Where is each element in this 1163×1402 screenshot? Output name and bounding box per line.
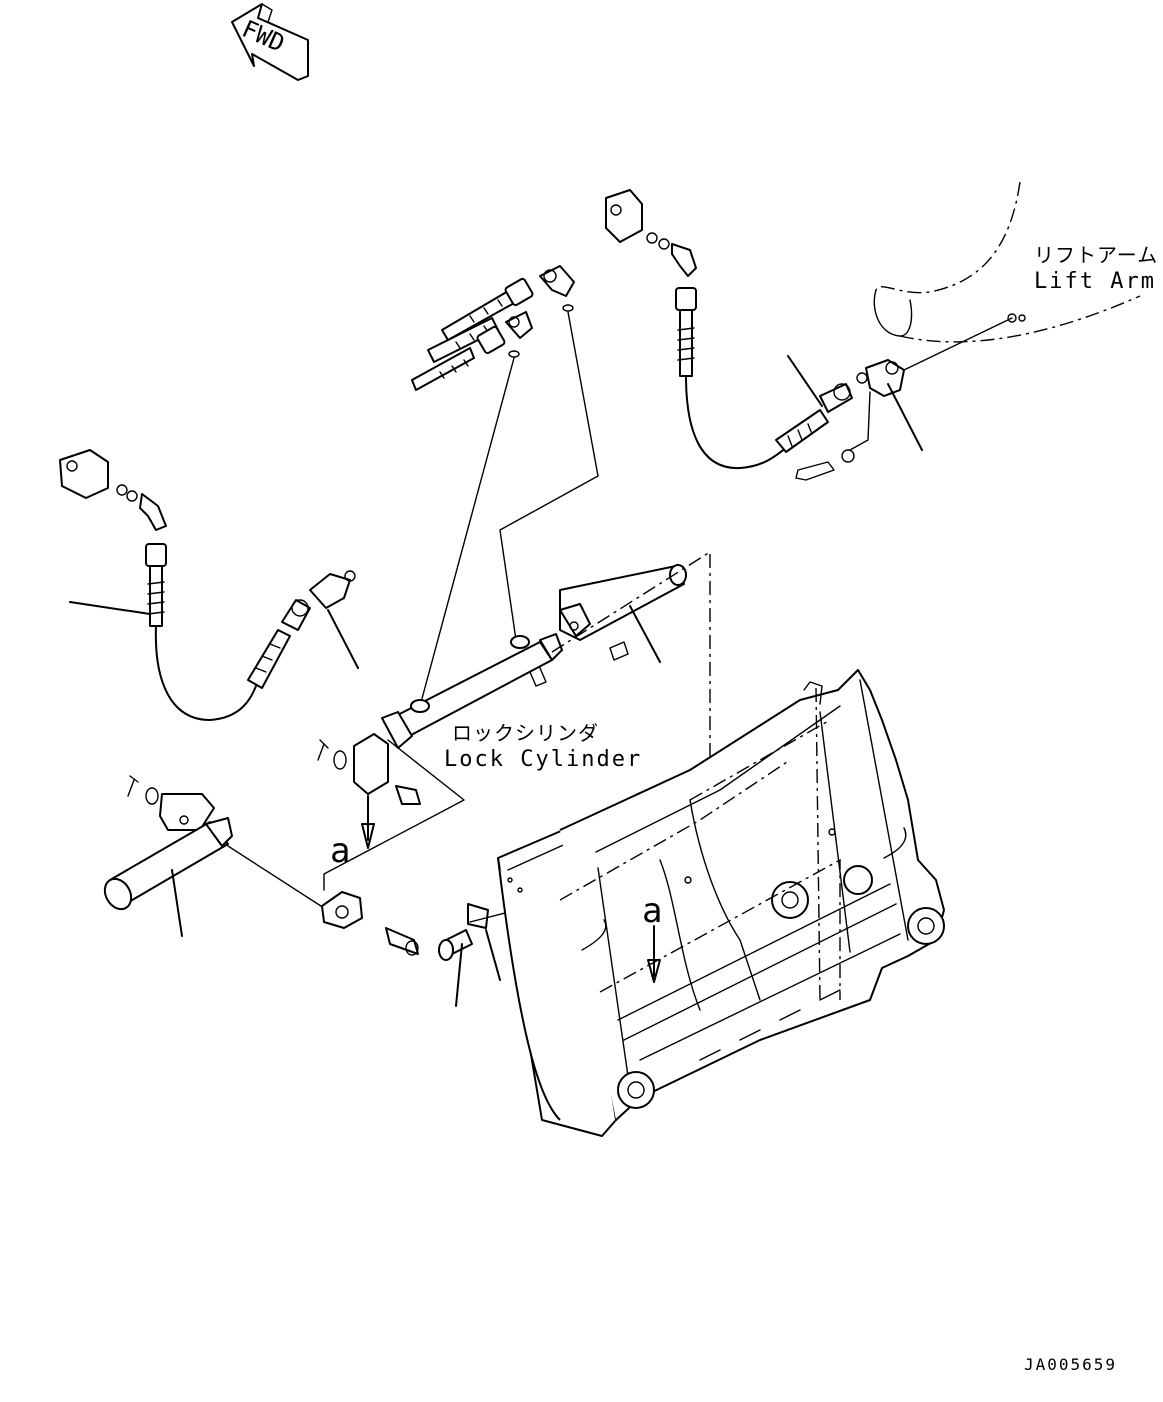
lift-arm-label-jp: リフトアーム (1034, 243, 1158, 267)
lift-arm-label-en: Lift Arm (1034, 269, 1156, 294)
hose-assembly-left (59, 449, 359, 721)
lock-cylinder-part (381, 550, 711, 960)
hose-fittings-center (411, 265, 599, 707)
bracket-and-pins (317, 733, 465, 891)
lock-cylinder-label-en: Lock Cylinder (444, 747, 642, 772)
fwd-arrow-icon: FWD (231, 3, 309, 81)
lock-pin-part (103, 775, 325, 937)
hose-assembly-right (605, 189, 1013, 481)
drawing-code: JA005659 (1024, 1355, 1117, 1374)
quick-coupler-frame (497, 669, 945, 1137)
lock-cylinder-label-jp: ロックシリンダ (452, 721, 599, 745)
plate-and-bolt (321, 891, 541, 1007)
view-marker-left: a (330, 831, 350, 871)
lift-arm-outline (873, 181, 1141, 343)
view-marker-right: a (642, 891, 662, 931)
